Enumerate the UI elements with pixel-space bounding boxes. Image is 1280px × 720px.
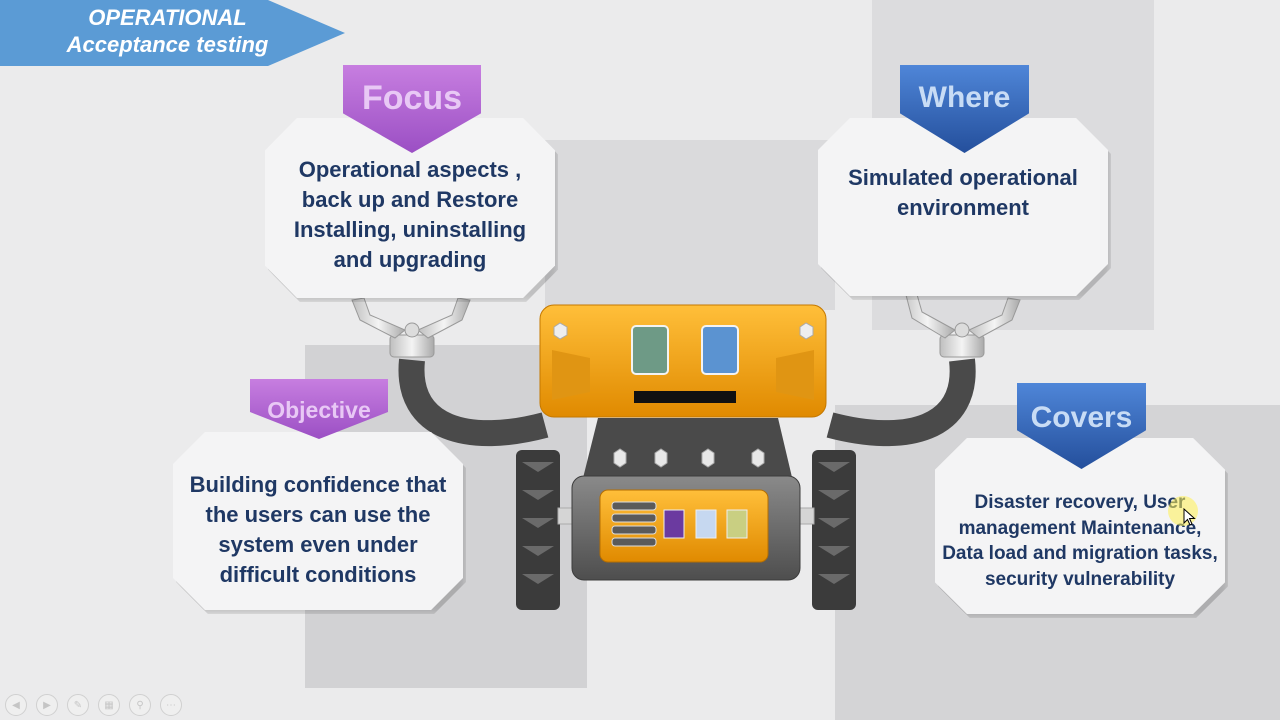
robot-right-wheel (812, 450, 856, 610)
covers-tag-label: Covers (1030, 401, 1133, 434)
title-banner-text: OPERATIONAL Acceptance testing (0, 4, 335, 58)
more-icon[interactable]: ⋯ (160, 694, 182, 716)
robot-left-claw (351, 297, 471, 358)
robot-mouth (634, 391, 736, 403)
robot-eye-left (631, 325, 669, 375)
objective-tag-label: Objective (267, 397, 371, 423)
mouse-cursor-icon (1183, 508, 1196, 526)
where-card-text: Simulated operational environment (848, 165, 1078, 220)
robot-neck-bolts (613, 448, 765, 468)
robot-chest-light-blue (695, 509, 717, 539)
robot-head-left-ear (552, 350, 590, 400)
robot-right-arm (826, 358, 976, 447)
cursor-highlight (1168, 496, 1198, 526)
covers-card: Disaster recovery, User management Maint… (935, 438, 1225, 614)
where-tag-label: Where (918, 81, 1011, 114)
focus-card: Operational aspects , back up and Restor… (265, 118, 555, 298)
robot-head (539, 304, 827, 418)
robot-chest-light-green (726, 509, 748, 539)
robot-head-bolt-right (799, 322, 814, 340)
robot-neck (580, 418, 795, 490)
focus-tag-label: Focus (361, 79, 463, 117)
objective-card-text: Building confidence that the users can u… (189, 472, 447, 587)
robot-head-right-ear (776, 350, 814, 400)
next-icon[interactable]: ▶ (36, 694, 58, 716)
robot-head-bolt-left (553, 322, 568, 340)
robot-chest-vents (611, 501, 657, 547)
covers-card-text: Disaster recovery, User management Maint… (942, 492, 1218, 590)
robot-left-wheel (516, 450, 560, 610)
pen-icon[interactable]: ✎ (67, 694, 89, 716)
prev-icon[interactable]: ◀ (5, 694, 27, 716)
focus-card-text: Operational aspects , back up and Restor… (293, 157, 527, 272)
zoom-icon[interactable]: ⚲ (129, 694, 151, 716)
title-banner (0, 0, 345, 66)
slides-icon[interactable]: ▦ (98, 694, 120, 716)
banner-line1: OPERATIONAL (88, 5, 247, 30)
objective-card: Building confidence that the users can u… (173, 432, 463, 610)
covers-tag: Covers (1017, 383, 1146, 469)
robot-left-arm (398, 358, 549, 447)
bg-panel-center (545, 140, 835, 310)
where-card: Simulated operational environment (818, 118, 1108, 296)
robot-chest-light-purple (663, 509, 685, 539)
robot-eye-right (701, 325, 739, 375)
banner-line2: Acceptance testing (66, 32, 269, 57)
